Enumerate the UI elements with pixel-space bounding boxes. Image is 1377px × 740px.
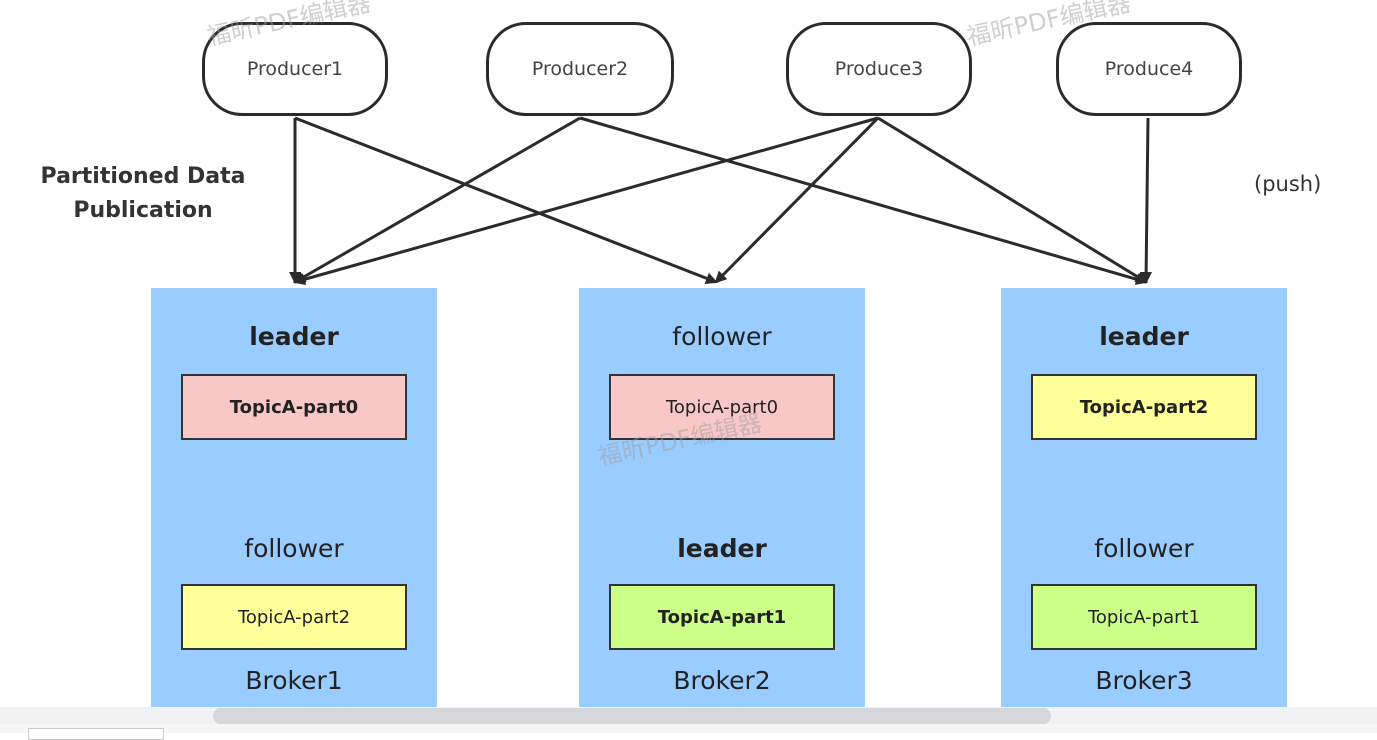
arrow-p3-b3 [877,116,1148,284]
arrow-p4-b3 [1140,117,1153,284]
role-top: leader [1099,322,1189,351]
broker-name: Broker2 [673,666,771,695]
partitioned-data-label: Partitioned Data Publication [12,160,274,228]
arrow-p2-b1 [293,116,581,284]
producer-4: Produce4 [1056,22,1242,116]
partition-label: TopicA-part1 [1087,606,1201,628]
broker-2: follower TopicA-part0 leader TopicA-part… [579,288,865,708]
partition-top: TopicA-part2 [1031,374,1257,440]
push-label: (push) [1254,172,1322,196]
producer-2: Producer2 [486,22,674,116]
arrow-p1-b2 [294,116,718,284]
partition-label: TopicA-part1 [657,606,787,628]
partition-top: TopicA-part0 [181,374,407,440]
partition-bottom: TopicA-part2 [181,584,407,650]
producer-label: Produce4 [1104,58,1194,80]
producer-3: Produce3 [786,22,972,116]
partition-bottom: TopicA-part1 [609,584,835,650]
broker-name: Broker3 [1095,666,1193,695]
partition-top: TopicA-part0 [609,374,835,440]
arrow-p3-b2 [714,116,880,284]
partition-label: TopicA-part2 [1079,396,1209,418]
role-bottom: follower [244,534,344,563]
producer-1: Producer1 [202,22,388,116]
label-line2: Publication [73,198,213,223]
partition-bottom: TopicA-part1 [1031,584,1257,650]
broker-1: leader TopicA-part0 follower TopicA-part… [151,288,437,708]
partition-label: TopicA-part0 [229,396,359,418]
broker-3: leader TopicA-part2 follower TopicA-part… [1001,288,1287,708]
scrollbar-thumb[interactable] [213,708,1051,724]
role-top: leader [249,322,339,351]
broker-name: Broker1 [245,666,343,695]
producer-label: Produce3 [834,58,924,80]
role-top: follower [672,322,772,351]
arrow-p3-b1 [293,116,879,286]
producer-label: Producer2 [531,58,629,80]
role-bottom: follower [1094,534,1194,563]
status-bar [0,724,1377,733]
producer-label: Producer1 [246,58,344,80]
arrow-p2-b3 [579,116,1148,285]
page-input[interactable] [28,728,164,740]
partition-label: TopicA-part2 [237,606,351,628]
role-bottom: leader [677,534,767,563]
label-line1: Partitioned Data [40,164,246,189]
partition-label: TopicA-part0 [665,396,779,418]
